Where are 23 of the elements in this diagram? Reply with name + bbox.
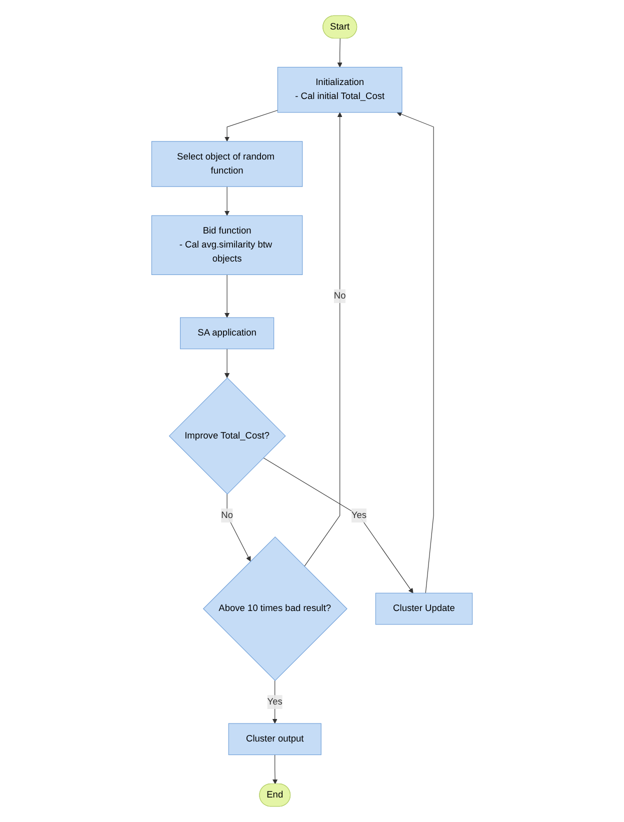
arrow	[396, 112, 434, 594]
node-box: Bid function - Cal avg.similarity btw objects	[151, 215, 303, 275]
node-box: Cluster output	[228, 723, 322, 756]
arrow	[304, 112, 342, 567]
edge-label: Yes	[267, 696, 282, 707]
node-diamond: Above 10 times bad result?	[202, 536, 348, 682]
arrow	[224, 110, 278, 142]
node-diamond: Improve Total_Cost?	[168, 377, 286, 494]
edge-label: Yes	[351, 510, 367, 520]
arrow	[272, 680, 278, 724]
edge-label: No	[334, 290, 346, 301]
arrow	[272, 754, 278, 784]
arrow	[224, 348, 230, 378]
edge-label: No	[221, 510, 233, 520]
node-box: Cluster Update	[375, 592, 473, 625]
arrow	[226, 494, 251, 562]
arrow	[224, 186, 230, 216]
arrow	[337, 38, 342, 68]
arrow	[224, 274, 230, 318]
node-box: Initialization - Cal initial Total_Cost	[277, 66, 402, 113]
node-box: SA application	[180, 317, 274, 350]
node-box: Select object of random function	[151, 141, 303, 187]
arrow	[263, 458, 414, 594]
